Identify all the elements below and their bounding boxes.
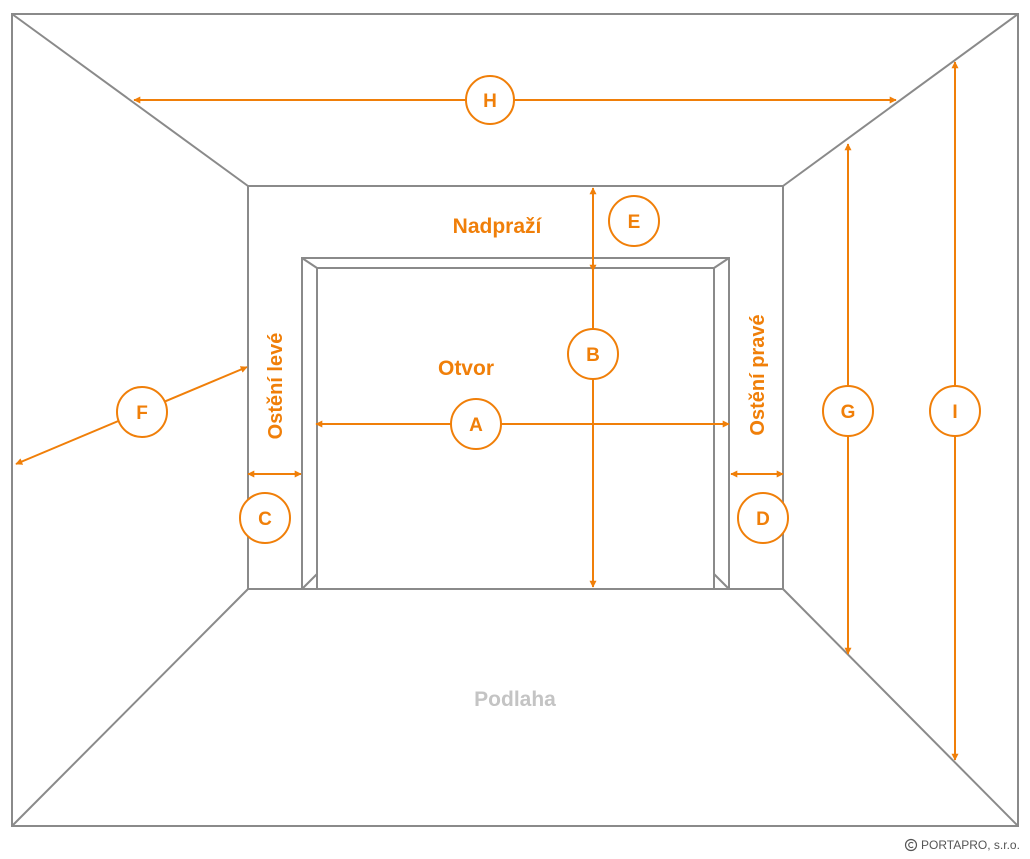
- bevel-bottom-right: [713, 573, 730, 590]
- dimension-letter-h: H: [483, 91, 497, 112]
- corner-line-bottom-left: [11, 588, 249, 827]
- dimension-letter-b: B: [586, 345, 600, 366]
- label-osteni-prave: Ostění pravé: [747, 314, 769, 435]
- corner-line-bottom-right: [782, 588, 1019, 827]
- bevel-top-right: [713, 257, 730, 269]
- dimension-letter-a: A: [469, 415, 483, 436]
- dimension-marker-g: G: [822, 385, 874, 437]
- corner-line-top-left: [11, 13, 249, 187]
- dimension-marker-a: A: [450, 398, 502, 450]
- label-otvor: Otvor: [438, 357, 494, 380]
- room-outline: [11, 13, 1019, 827]
- label-podlaha: Podlaha: [474, 688, 556, 711]
- dimension-letter-g: G: [841, 402, 856, 423]
- back-wall: [247, 185, 784, 590]
- dimension-marker-h: H: [465, 75, 515, 125]
- label-nadprazi: Nadpraží: [453, 215, 543, 238]
- copyright-notice: PORTAPRO, s.r.o.: [904, 838, 1020, 852]
- copyright-text: PORTAPRO, s.r.o.: [921, 838, 1020, 852]
- dimension-letter-e: E: [628, 212, 641, 233]
- dimension-letter-c: C: [258, 509, 272, 530]
- bevel-top-left: [301, 257, 318, 269]
- dimension-letter-d: D: [756, 509, 770, 530]
- bevel-bottom-left: [301, 573, 318, 590]
- copyright-icon: [904, 838, 918, 852]
- dimension-marker-e: E: [608, 195, 660, 247]
- opening-inner-outline: [316, 267, 715, 589]
- dimension-marker-i: I: [929, 385, 981, 437]
- dimension-letter-f: F: [136, 403, 148, 424]
- dimension-marker-f: F: [116, 386, 168, 438]
- dimension-marker-b: B: [567, 328, 619, 380]
- dimension-marker-c: C: [239, 492, 291, 544]
- dimension-marker-d: D: [737, 492, 789, 544]
- dimension-letter-i: I: [952, 402, 957, 423]
- label-osteni-leve: Ostění levé: [265, 333, 287, 440]
- corner-line-top-right: [782, 13, 1019, 187]
- outer-frame: [11, 13, 1019, 827]
